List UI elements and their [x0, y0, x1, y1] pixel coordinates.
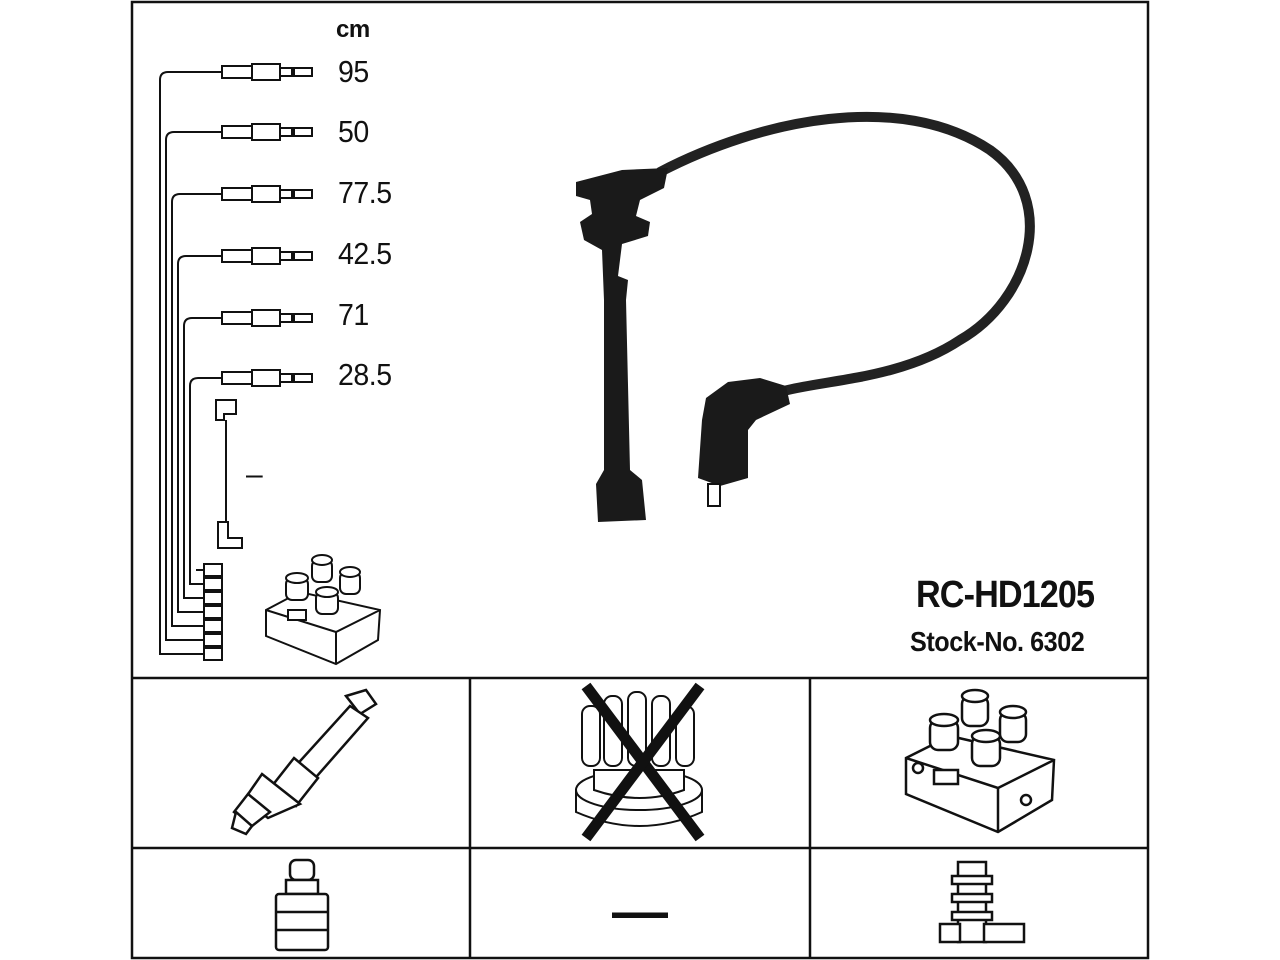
spark-plug-icon	[230, 688, 378, 836]
wire-length-2: 50	[338, 114, 369, 149]
product-code: RC-HD1205	[916, 574, 1095, 616]
excluded-cross-icon	[581, 682, 705, 842]
wire-length-3: 77.5	[338, 175, 392, 210]
ignition-coil-icon	[904, 688, 1056, 834]
wire-length-6: 28.5	[338, 357, 392, 392]
plug-terminal-icon	[274, 858, 330, 952]
no-terminal-label: —	[612, 879, 668, 942]
wire-length-4: 42.5	[338, 236, 392, 271]
wire-length-5: 71	[338, 297, 369, 332]
unit-label: cm	[336, 16, 370, 43]
extra-wire-label: –	[246, 458, 263, 491]
stock-number: Stock-No. 6302	[910, 626, 1085, 657]
coil-terminal-icon	[938, 860, 1026, 944]
outer-frame	[130, 0, 1150, 960]
coil-pack-small-icon	[265, 554, 382, 666]
wire-length-1: 95	[338, 54, 369, 89]
ignition-lead-photo-icon	[576, 111, 1035, 522]
wire-set-schematic	[159, 63, 313, 661]
